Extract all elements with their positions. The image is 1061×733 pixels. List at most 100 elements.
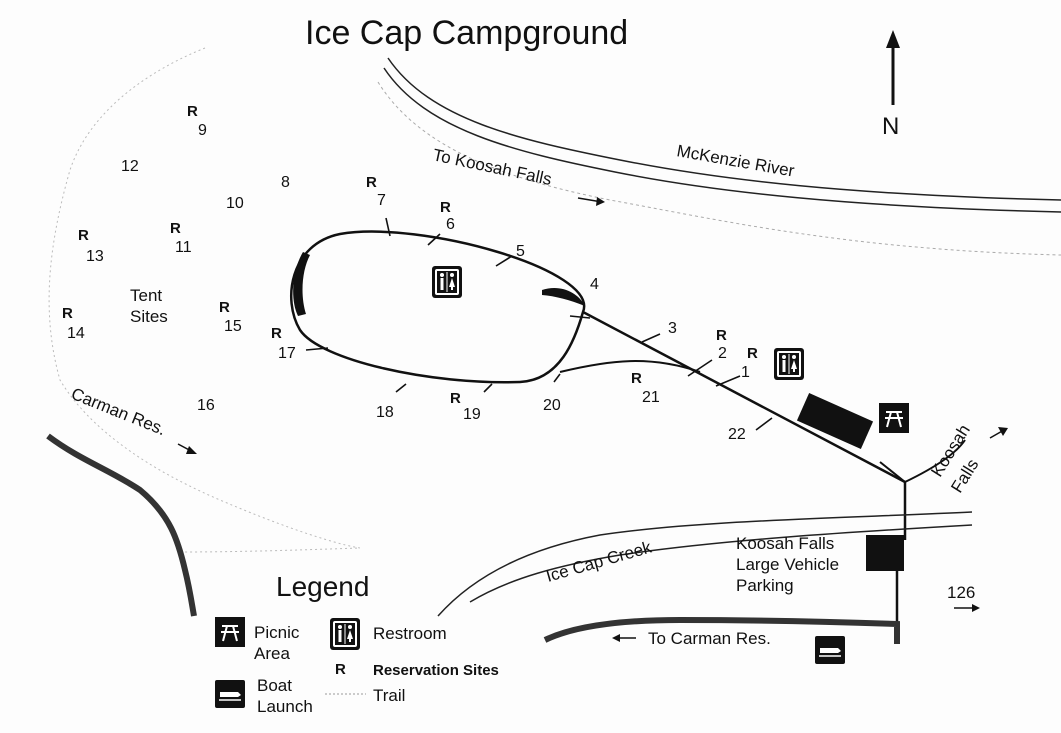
reservation-marker: R: [631, 370, 642, 387]
reservation-marker: R: [78, 227, 89, 244]
parking-label-3: Parking: [736, 576, 794, 595]
site-number: 1: [741, 364, 750, 381]
legend-title: Legend: [276, 571, 369, 602]
legend-picnic-2: Area: [254, 644, 290, 663]
mckenzie-river-label: McKenzie River: [675, 141, 796, 180]
road-to-carman-west: [46, 433, 197, 617]
site-5[interactable]: 5: [516, 243, 525, 260]
restroom-icon: [329, 617, 361, 651]
site-number: 2: [718, 345, 727, 362]
site-18[interactable]: 18: [376, 404, 394, 421]
site-8[interactable]: 8: [281, 174, 290, 191]
site-number: 14: [67, 325, 85, 342]
north-label: N: [882, 113, 899, 140]
site-9[interactable]: R9: [187, 103, 207, 139]
site-number: 5: [516, 243, 525, 260]
reservation-marker: R: [366, 174, 377, 191]
arrow-left-icon: [612, 634, 636, 642]
site-number: 22: [728, 426, 746, 443]
site-number: 9: [198, 122, 207, 139]
restroom-icon: [773, 347, 805, 381]
picnic-table-icon: [878, 402, 910, 434]
site-3[interactable]: 3: [668, 320, 677, 337]
large-vehicle-parking-block: [866, 535, 904, 571]
site-number: 8: [281, 174, 290, 191]
boat-launch-icon: [814, 635, 846, 665]
reservation-marker: R: [450, 390, 461, 407]
site-12[interactable]: 12: [121, 158, 139, 175]
site-14[interactable]: R 14: [62, 305, 85, 342]
site-16[interactable]: 16: [197, 397, 215, 414]
tent-sites-label-1: Tent: [130, 286, 162, 305]
legend: Legend Picnic Area Restroom R Reservatio…: [214, 571, 499, 716]
map-title: Ice Cap Campground: [305, 14, 628, 52]
site-number: 4: [590, 276, 599, 293]
site-17[interactable]: R 17: [271, 325, 296, 362]
site-number: 21: [642, 389, 660, 406]
reservation-marker: R: [271, 325, 282, 342]
site-20[interactable]: 20: [543, 397, 561, 414]
site-10[interactable]: 10: [226, 195, 244, 212]
highway-126-label: 126: [947, 583, 975, 602]
reservation-marker: R: [219, 299, 230, 316]
site-number: 6: [446, 216, 455, 233]
site-number: 17: [278, 345, 296, 362]
site-number: 7: [377, 192, 386, 209]
site-number: 10: [226, 195, 244, 212]
legend-trail: Trail: [373, 686, 405, 705]
arrow-up-right-icon: [989, 427, 1008, 439]
arrow-down-right-icon: [177, 443, 197, 454]
site-11[interactable]: R 11: [170, 220, 192, 256]
reservation-marker: R: [747, 345, 758, 362]
tent-sites-label-2: Sites: [130, 307, 168, 326]
site-4[interactable]: 4: [590, 276, 599, 293]
mckenzie-river: [377, 57, 1061, 256]
site-number: 13: [86, 248, 104, 265]
to-carman-res-label: To Carman Res.: [648, 629, 771, 648]
road-to-carman-south: [543, 616, 900, 644]
reservation-marker: R: [716, 327, 727, 344]
site-number: 11: [175, 239, 192, 256]
arrow-right-icon: [954, 604, 980, 612]
to-koosah-falls-label: To Koosah Falls: [431, 145, 553, 189]
reservation-marker: R: [62, 305, 73, 322]
site-19[interactable]: R19: [450, 390, 481, 423]
parking-label-2: Large Vehicle: [736, 555, 839, 574]
legend-reservation: Reservation Sites: [373, 662, 499, 679]
site-21[interactable]: R21: [631, 370, 660, 406]
legend-boat-2: Launch: [257, 697, 313, 716]
site-15[interactable]: R 15: [219, 299, 242, 335]
north-arrow-icon: [886, 30, 900, 105]
boat-launch-icon: [214, 679, 246, 709]
site-number: 3: [668, 320, 677, 337]
site-number: 15: [224, 318, 242, 335]
reservation-marker: R: [440, 199, 451, 216]
campsites: R1 R2 3 4 5 R6 R7 8 R9 10 R11 12 R13 R14…: [62, 103, 758, 443]
site-spurs: [305, 217, 773, 431]
legend-restroom: Restroom: [373, 624, 447, 643]
site-7[interactable]: R7: [366, 174, 386, 209]
site-number: 19: [463, 406, 481, 423]
site-22[interactable]: 22: [728, 426, 746, 443]
site-number: 20: [543, 397, 561, 414]
site-13[interactable]: R 13: [78, 227, 104, 265]
site-6[interactable]: R6: [440, 199, 455, 233]
reservation-marker: R: [335, 661, 346, 678]
arrow-right-icon: [577, 197, 605, 206]
picnic-area-block: [796, 393, 874, 449]
ice-cap-creek: [437, 511, 973, 617]
site-2[interactable]: R2: [716, 327, 727, 362]
legend-boat-1: Boat: [257, 676, 292, 695]
reservation-marker: R: [187, 103, 198, 120]
site-number: 18: [376, 404, 394, 421]
tent-area-trail: [48, 47, 361, 553]
legend-picnic-1: Picnic: [254, 623, 300, 642]
site-number: 12: [121, 158, 139, 175]
site-number: 16: [197, 397, 215, 414]
reservation-marker: R: [170, 220, 181, 237]
site-1[interactable]: R1: [741, 345, 758, 381]
parking-label-1: Koosah Falls: [736, 534, 834, 553]
restroom-icon: [431, 265, 463, 299]
